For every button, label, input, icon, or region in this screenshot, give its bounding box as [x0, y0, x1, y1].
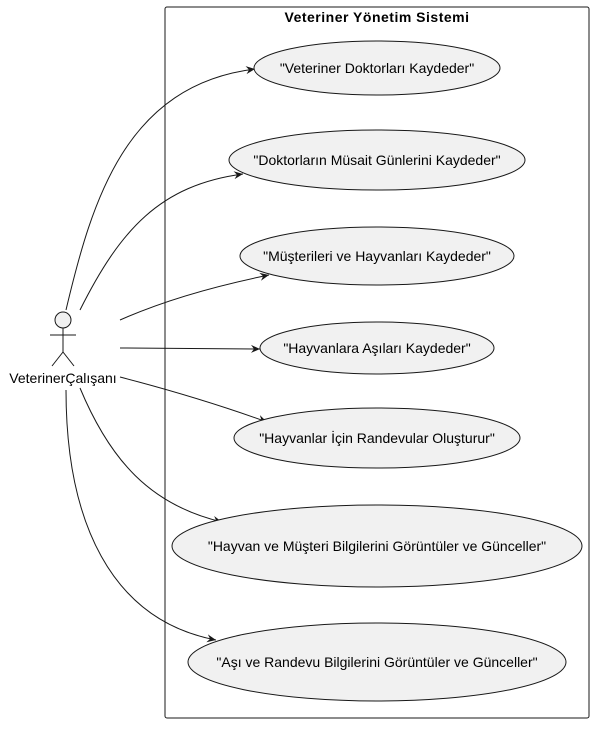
use-case-ellipse — [259, 321, 495, 375]
use-case-label: "Veteriner Doktorları Kaydeder" — [280, 60, 474, 76]
use-case-label: "Hayvanlara Aşıları Kaydeder" — [283, 340, 470, 356]
actor-icon — [50, 311, 76, 367]
use-case-ellipse — [187, 622, 567, 702]
actor-label: VeterinerÇalışanı — [9, 370, 116, 386]
use-case-ellipse — [171, 504, 583, 588]
associations — [65, 66, 270, 643]
use-case-label: "Hayvan ve Müşteri Bilgilerini Görüntüle… — [208, 538, 546, 554]
use-case-1[interactable]: "Veteriner Doktorları Kaydeder" — [253, 40, 501, 96]
use-case-5[interactable]: "Hayvanlar İçin Randevular Oluşturur" — [233, 407, 521, 469]
association-arrow — [119, 272, 270, 321]
use-case-ellipse — [228, 129, 526, 191]
use-case-label: "Doktorların Müsait Günlerini Kaydeder" — [253, 152, 500, 168]
use-case-6[interactable]: "Hayvan ve Müşteri Bilgilerini Görüntüle… — [171, 504, 583, 588]
use-case-label: "Hayvanlar İçin Randevular Oluşturur" — [259, 429, 495, 446]
use-case-ellipse — [239, 226, 515, 286]
use-case-2[interactable]: "Doktorların Müsait Günlerini Kaydeder" — [228, 129, 526, 191]
association-arrow — [79, 387, 223, 524]
association-arrow — [119, 376, 268, 423]
use-case-ellipse — [253, 40, 501, 96]
association-arrow — [119, 344, 261, 353]
use-case-ellipse — [233, 407, 521, 469]
use-case-3[interactable]: "Müşterileri ve Hayvanları Kaydeder" — [239, 226, 515, 286]
association-arrow — [79, 171, 244, 311]
association-arrow — [65, 66, 256, 311]
association-arrow — [65, 389, 217, 643]
use-case-4[interactable]: "Hayvanlara Aşıları Kaydeder" — [259, 321, 495, 375]
system-title: Veteriner Yönetim Sistemi — [285, 9, 470, 25]
use-case-label: "Aşı ve Randevu Bilgilerini Görüntüler v… — [216, 654, 537, 670]
use-case-7[interactable]: "Aşı ve Randevu Bilgilerini Görüntüler v… — [187, 622, 567, 702]
use-case-label: "Müşterileri ve Hayvanları Kaydeder" — [263, 248, 491, 264]
